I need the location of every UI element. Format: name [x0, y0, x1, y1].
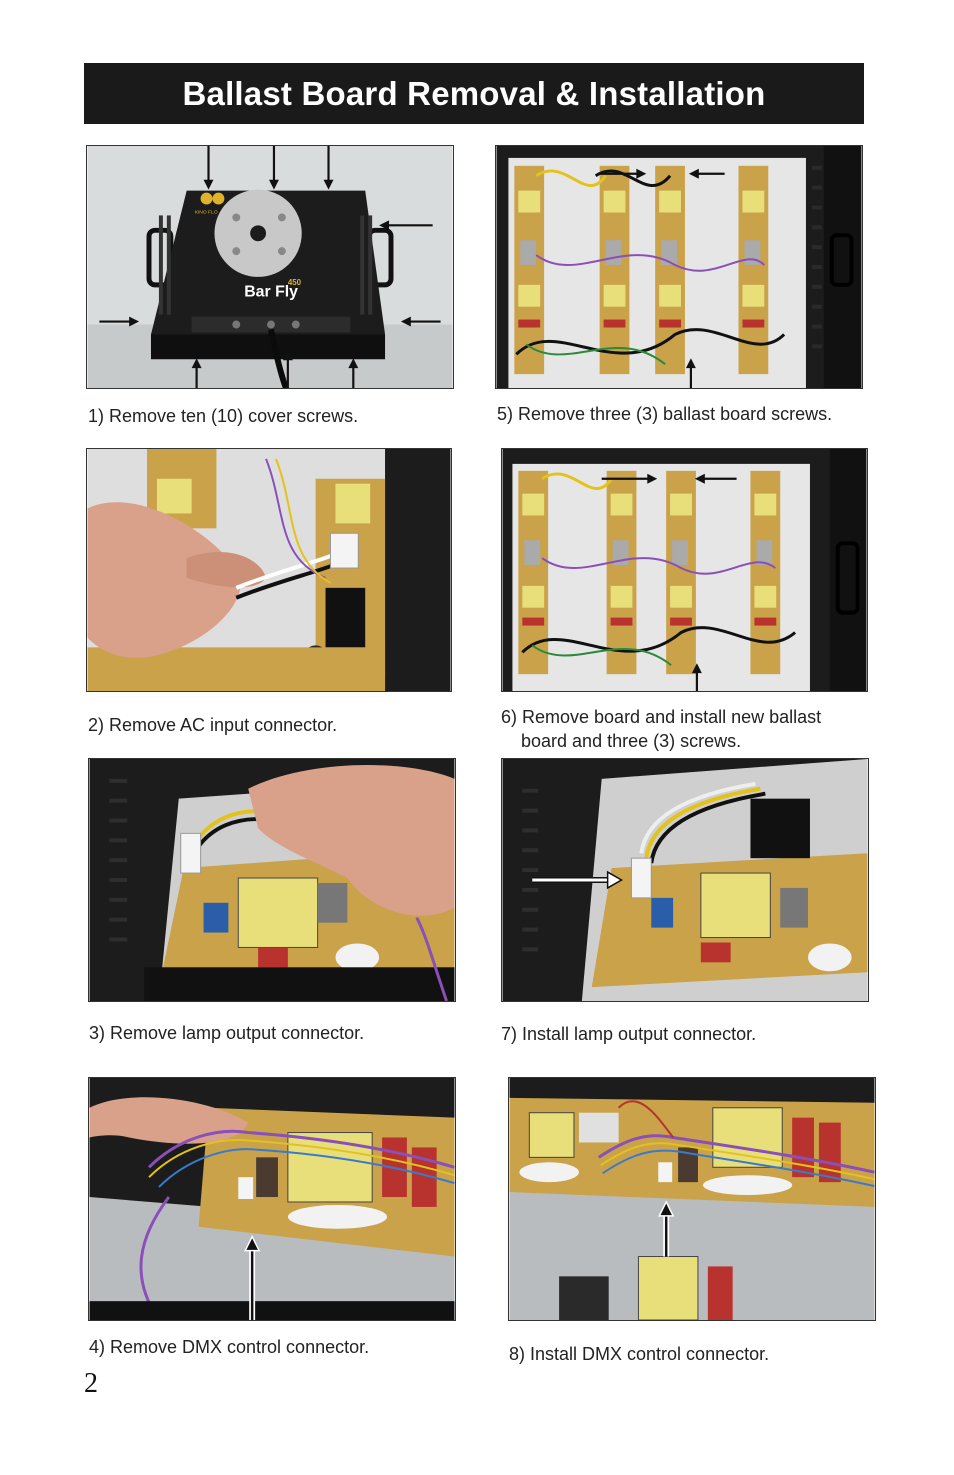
page-title: Ballast Board Removal & Installation: [182, 74, 766, 112]
brand-label: KINO FLO: [195, 209, 218, 215]
barfly-unit-image: KINO FLO Bar Fly 450: [87, 146, 453, 388]
photo-step-8: [508, 1077, 876, 1321]
ac-connector-image: [87, 449, 451, 691]
arrow-icon: [532, 870, 624, 890]
photo-step-2: [86, 448, 452, 692]
photo-step-3: [88, 758, 456, 1002]
ballast-boards-image: [496, 146, 862, 388]
caption-step-7: 7) Install lamp output connector.: [501, 1024, 757, 1044]
model-number: 450: [288, 278, 302, 287]
dmx-connector-install-image: [509, 1078, 875, 1320]
model-name: Bar Fly: [244, 284, 298, 301]
caption-step-6: 6) Remove board and install new ballast …: [501, 707, 822, 751]
caption-step-1: 1) Remove ten (10) cover screws.: [88, 406, 359, 426]
photo-step-5: [495, 145, 863, 389]
dmx-connector-remove-image: [89, 1078, 455, 1320]
caption-step-3: 3) Remove lamp output connector.: [89, 1023, 365, 1043]
page-title-bar: Ballast Board Removal & Installation: [84, 63, 864, 124]
photo-step-4: [88, 1077, 456, 1321]
ballast-boards-new-image: [502, 449, 867, 691]
caption-step-2: 2) Remove AC input connector.: [88, 715, 338, 735]
page-number: 2: [84, 1368, 98, 1399]
lamp-connector-install-image: [502, 759, 868, 1001]
lamp-connector-remove-image: [89, 759, 455, 1001]
caption-step-4: 4) Remove DMX control connector.: [89, 1337, 370, 1357]
arrow-icon: [600, 168, 725, 388]
arrow-icon: [244, 1235, 261, 1320]
caption-step-8: 8) Install DMX control connector.: [509, 1344, 770, 1364]
photo-step-1: KINO FLO Bar Fly 450: [86, 145, 454, 389]
photo-step-7: [501, 758, 869, 1002]
arrow-icon: [658, 1200, 675, 1257]
arrow-icon: [601, 473, 737, 691]
arrow-icon: [99, 146, 441, 388]
caption-step-5: 5) Remove three (3) ballast board screws…: [497, 404, 833, 424]
photo-step-6: [501, 448, 868, 692]
